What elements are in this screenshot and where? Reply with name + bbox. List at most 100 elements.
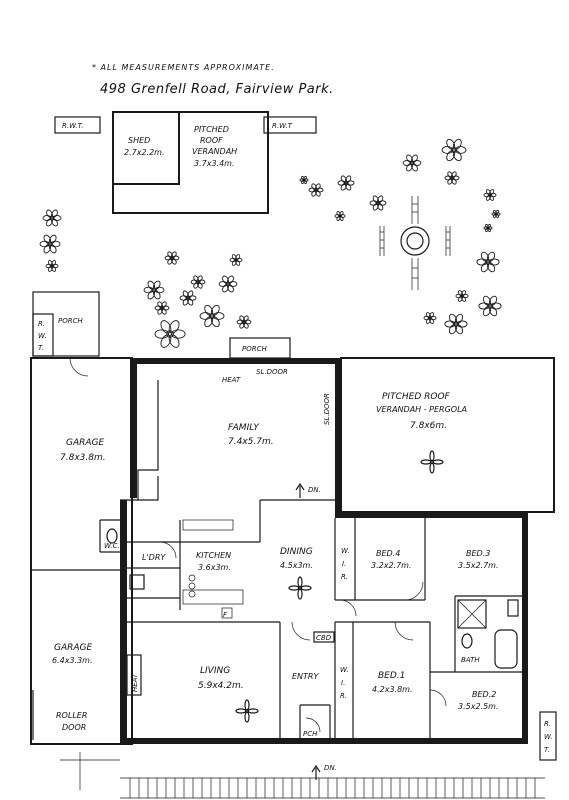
- stove-burner-3: [188, 590, 196, 598]
- wir-bot-3: R.: [340, 692, 347, 700]
- flower-shrub-icon: [190, 275, 206, 289]
- wir-top-1: W.: [341, 547, 350, 555]
- wall-bottom: [120, 738, 528, 744]
- toilet-icon: [461, 633, 473, 649]
- garage-top-name: GARAGE: [66, 438, 105, 448]
- wall-left-family: [130, 358, 137, 498]
- sink-icon: [507, 599, 519, 617]
- stove-burner-1: [188, 574, 196, 582]
- flower-shrub-icon: [218, 275, 238, 293]
- heat-label: HEAT: [222, 376, 241, 384]
- living-name: LIVING: [200, 666, 230, 676]
- rwt-right-side-3: T.: [544, 746, 550, 754]
- flower-shrub-icon: [299, 175, 309, 185]
- door-arc-entry: [291, 621, 311, 641]
- door-arc-bed1: [394, 621, 414, 641]
- flower-shrub-icon: [334, 211, 346, 221]
- door-arc-bed4: [339, 599, 357, 617]
- bath-label: BATH: [461, 656, 480, 664]
- flower-shrub-icon: [143, 280, 165, 300]
- kitchen-name: KITCHEN: [196, 551, 231, 560]
- living-size: 5.9x4.2m.: [198, 681, 244, 691]
- kitchen-bench-top: [182, 519, 234, 531]
- bottom-deck: [60, 752, 545, 799]
- flower-shrub-icon: [154, 301, 170, 315]
- cbd-label: CBD: [316, 634, 332, 642]
- pergola-line2: VERANDAH - PERGOLA: [376, 405, 467, 414]
- wir-top-2: I.: [342, 560, 346, 568]
- shower-box: [457, 599, 487, 629]
- dining-name: DINING: [280, 547, 313, 557]
- porch-top-outline: [229, 337, 291, 359]
- bed4-size: 3.2x2.7m.: [371, 561, 412, 570]
- flower-shrub-icon: [308, 183, 324, 197]
- flower-shrub-icon: [164, 251, 180, 265]
- entry-label: ENTRY: [292, 672, 319, 681]
- flower-shrub-icon: [369, 195, 387, 211]
- rwt-right-side-1: R.: [544, 720, 551, 728]
- garden-trellis-lines: [379, 196, 451, 290]
- rwt-porch-2: W.: [38, 332, 47, 340]
- wir-bot-2: I.: [341, 679, 345, 687]
- sl-door-side-label: SL.DOOR: [323, 393, 331, 425]
- shed-name: SHED: [128, 136, 150, 145]
- dn-mid-label: DN.: [308, 486, 321, 494]
- shed-outline: [112, 111, 180, 185]
- stair-arrow-bottom-icon: [311, 764, 321, 780]
- rwt-right-side-box: [539, 711, 557, 761]
- stair-arrow-icon: [295, 482, 305, 498]
- door-arc-bed3: [404, 581, 424, 601]
- roller-door-line2: DOOR: [62, 723, 86, 732]
- flower-shrub-icon: [483, 223, 493, 233]
- flower-shrub-icon: [229, 254, 243, 266]
- verandah-line1: PITCHED: [194, 125, 229, 134]
- fridge-box: [221, 607, 233, 619]
- wir-top-3: R.: [341, 573, 348, 581]
- deck-tick-marks: [129, 778, 536, 798]
- family-niche: [137, 380, 159, 500]
- bed3-size: 3.5x2.7m.: [458, 561, 499, 570]
- porch-left-label: PORCH: [58, 317, 83, 325]
- outbuildings: R.W.T. R.W.T SHED 2.7x2.2m. PITCHED ROOF…: [54, 111, 317, 214]
- rwt-right-side-2: W.: [544, 733, 553, 741]
- flower-shrub-icon: [455, 290, 469, 302]
- flower-shrub-icon: [478, 295, 502, 317]
- wall-top-bedrooms: [335, 512, 527, 518]
- flower-shrub-icon: [491, 209, 501, 219]
- flower-shrub-icon: [444, 171, 460, 185]
- flower-shrub-icon: [154, 320, 186, 348]
- garden-feature: [379, 196, 451, 290]
- heat-vertical-label: HEAT: [131, 673, 139, 692]
- flower-shrub-icon: [236, 315, 252, 329]
- fountain-outer: [400, 226, 430, 256]
- family-size: 7.4x5.7m.: [228, 437, 274, 447]
- dining-size: 4.5x3m.: [280, 561, 313, 570]
- pergola-size: 7.8x6m.: [410, 421, 447, 431]
- bed1-name: BED.1: [378, 671, 405, 681]
- kitchen-size: 3.6x3m.: [198, 563, 231, 572]
- verandah-size: 3.7x3.4m.: [194, 159, 235, 168]
- door-arc-ldry: [159, 541, 177, 559]
- fountain-inner: [406, 232, 424, 250]
- flower-shrub-icon: [179, 290, 197, 306]
- rwt-right-box: [263, 116, 317, 134]
- garages-outline: [30, 357, 133, 745]
- bath-icon: [494, 629, 518, 669]
- shower-cross-b: [457, 599, 487, 629]
- ceiling-fan-icon: [235, 699, 259, 723]
- flower-shrub-icon: [483, 189, 497, 201]
- verandah-line3: VERANDAH: [192, 147, 237, 156]
- wc-label: W.C.: [104, 542, 120, 550]
- family-name: FAMILY: [228, 423, 260, 433]
- garage-top-size: 7.8x3.8m.: [60, 453, 106, 463]
- rwt-porch-box: [32, 313, 54, 357]
- verandah-line2: ROOF: [200, 136, 223, 145]
- wc-toilet-icon: [106, 528, 118, 544]
- kitchen-bench-bottom: [182, 589, 244, 605]
- pergola-outline: [340, 357, 555, 513]
- window-marks: [150, 359, 525, 743]
- wir-bot-1: W.: [340, 666, 349, 674]
- flower-shrub-icon: [39, 234, 61, 254]
- flower-shrub-icon: [476, 251, 500, 273]
- family-niche-lower: [120, 476, 159, 501]
